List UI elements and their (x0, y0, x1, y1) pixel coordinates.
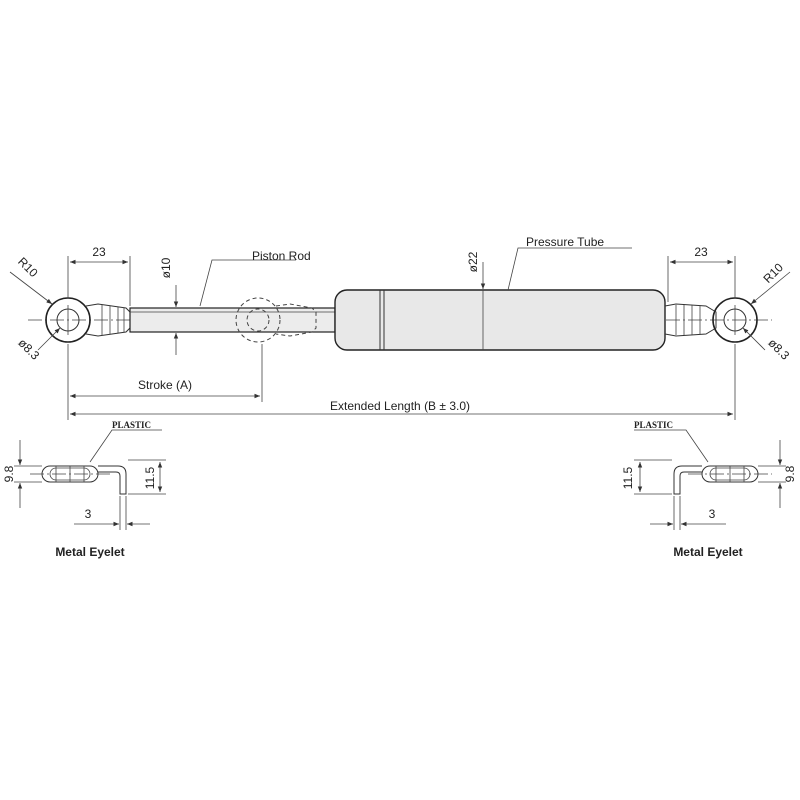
dim-end-length-right: 23 (694, 245, 708, 259)
dim-hole-right: ø8.3 (765, 336, 792, 363)
dimension-lines (9, 247, 791, 420)
dim-hole-left: ø8.3 (15, 336, 42, 363)
dim-rod-diameter: ø10 (159, 257, 173, 278)
dim-radius-right: R10 (760, 260, 786, 286)
dim-extended-length: Extended Length (B ± 3.0) (330, 399, 470, 413)
left-eyelet-height-outer: 11.5 (143, 466, 157, 489)
right-eyelet-caption: Metal Eyelet (673, 545, 742, 559)
dim-stroke: Stroke (A) (138, 378, 192, 392)
pressure-tube (334, 289, 666, 351)
left-eyelet-thickness: 3 (85, 507, 92, 521)
left-eyelet-material: PLASTIC (112, 420, 151, 430)
right-eyelet-material: PLASTIC (634, 420, 673, 430)
right-eyelet-thickness: 3 (709, 507, 716, 521)
gas-spring-side-view (28, 289, 772, 351)
left-eye-end (45, 297, 131, 343)
callout-piston-rod: Piston Rod (252, 249, 311, 263)
left-eyelet-caption: Metal Eyelet (55, 545, 124, 559)
right-eyelet-detail: PLASTIC 9.8 11.5 3 Metal Eyelet (621, 420, 797, 559)
left-eyelet-height-inner: 9.8 (2, 465, 16, 482)
right-eyelet-height-outer: 11.5 (621, 466, 635, 489)
dim-radius-left: R10 (15, 254, 41, 280)
dim-tube-diameter: ø22 (466, 251, 480, 272)
left-eyelet-detail: PLASTIC 9.8 11.5 3 Metal Eyelet (2, 420, 166, 559)
retracted-eye-outline (235, 297, 317, 343)
right-eyelet-height-inner: 9.8 (783, 465, 797, 482)
dim-end-length-left: 23 (92, 245, 106, 259)
callout-pressure-tube: Pressure Tube (526, 235, 604, 249)
